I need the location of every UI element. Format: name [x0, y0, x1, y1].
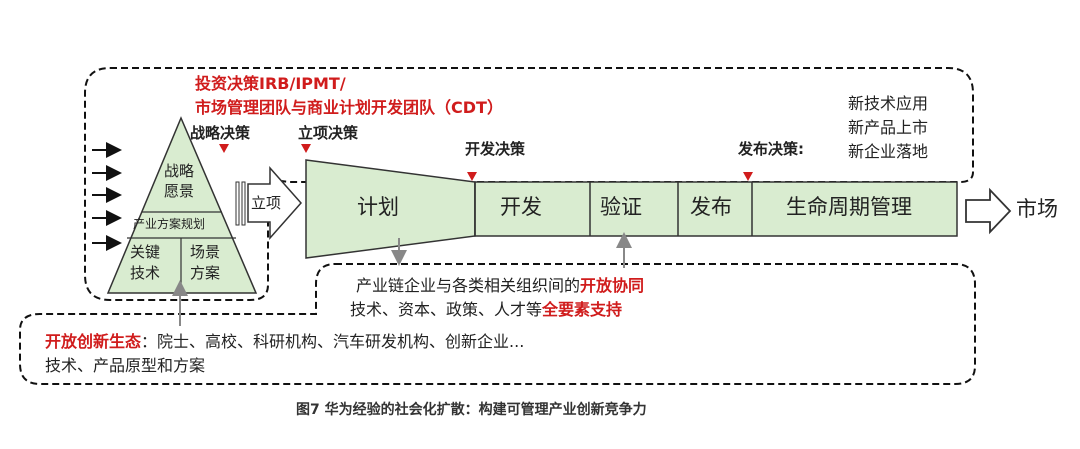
pyramid-top-line2: 愿景 — [164, 182, 195, 200]
decision-markers — [219, 144, 753, 181]
market-label: 市场 — [1016, 197, 1058, 221]
decision-layer-boundary — [84, 67, 974, 301]
stage-release: 发布 — [690, 195, 732, 219]
feedback-arrows — [172, 232, 632, 326]
development-decision-label: 开发决策 — [465, 140, 526, 158]
open-innovation-ecosystem-label: 开放创新生态 — [45, 332, 142, 351]
decision-header-line2: 市场管理团队与商业计划开发团队（CDT） — [195, 98, 503, 117]
figure-caption: 图7 华为经验的社会化扩散：构建可管理产业创新竞争力 — [296, 402, 647, 418]
input-arrows — [92, 142, 122, 251]
stage-verify: 验证 — [600, 195, 642, 219]
ecosystem-layer-boundary — [19, 263, 976, 385]
ecosystem-line1-rest: ：院士、高校、科研机构、汽车研发机构、创新企业... — [141, 332, 525, 351]
pyramid-bottom-left-line2: 技术 — [130, 264, 161, 282]
ecosystem-line2: 技术、产品原型和方案 — [45, 356, 206, 375]
collaboration-line2-prefix: 技术、资本、政策、人才等 — [350, 300, 543, 319]
ecosystem-line1: 开放创新生态：院士、高校、科研机构、汽车研发机构、创新企业... — [45, 332, 524, 351]
pyramid-bottom-right-line1: 场景 — [190, 243, 221, 261]
full-support-highlight: 全要素支持 — [542, 300, 623, 319]
collaboration-line2: 技术、资本、政策、人才等全要素支持 — [350, 300, 622, 319]
pyramid-middle: 产业方案规划 — [133, 217, 206, 231]
market-arrow — [965, 187, 1012, 235]
decision-header-line1: 投资决策IRB/IPMT/ — [195, 74, 346, 93]
outcome-item: 新产品上市 — [848, 118, 929, 137]
stage-develop: 开发 — [500, 195, 542, 219]
outcome-item: 新企业落地 — [848, 142, 929, 161]
collaboration-line1: 产业链企业与各类相关组织间的开放协同 — [356, 276, 644, 295]
pyramid-top-line1: 战略 — [164, 162, 195, 180]
strategy-decision-label: 战略决策 — [190, 124, 251, 142]
project-approval-decision-label: 立项决策 — [298, 124, 359, 142]
outcome-item: 新技术应用 — [848, 94, 929, 113]
approval-arrow — [235, 166, 303, 240]
release-decision-label: 发布决策: — [738, 140, 804, 158]
approval-arrow-label: 立项 — [251, 194, 282, 212]
collaboration-line1-prefix: 产业链企业与各类相关组织间的 — [356, 276, 581, 295]
stage-plan: 计划 — [357, 195, 399, 219]
pyramid-bottom-right-line2: 方案 — [190, 264, 221, 282]
open-collaboration-highlight: 开放协同 — [580, 276, 645, 295]
stage-lifecycle: 生命周期管理 — [786, 195, 912, 219]
pyramid-bottom-left-line1: 关键 — [130, 243, 161, 261]
